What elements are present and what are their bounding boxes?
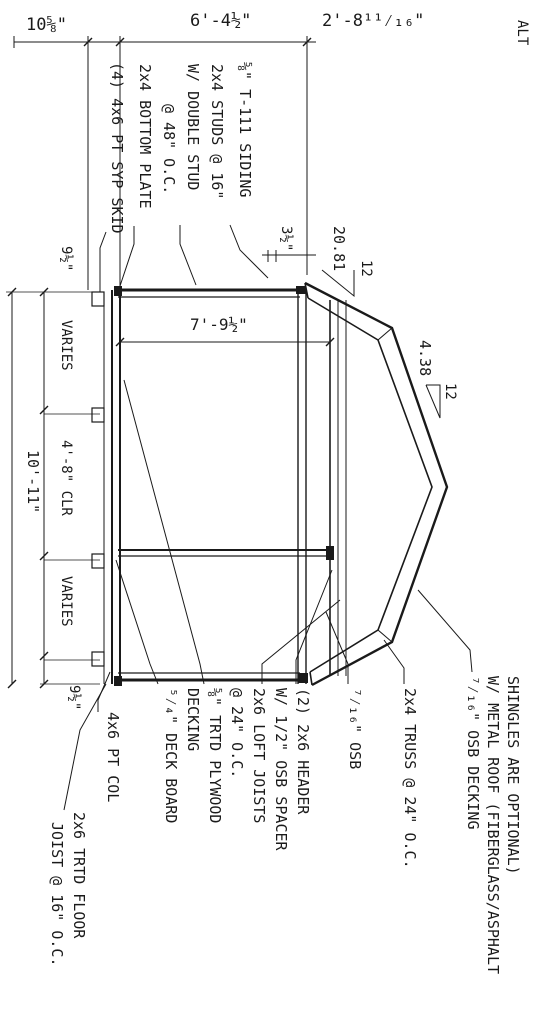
note-skid: (4) 4x6 PT SYP SKID xyxy=(108,62,126,234)
skid-1 xyxy=(91,291,105,307)
note-bottom-plate: 2x4 BOTTOM PLATE xyxy=(136,64,154,209)
dim-clear: 4'-8" CLR xyxy=(58,440,74,516)
roof-note-2: W/ METAL ROOF (FIBERGLASS/ASPHALT xyxy=(484,676,502,974)
note-plywood-1: ⅝" TRTD PLYWOOD xyxy=(206,688,224,823)
dim-varies-1: VARIES xyxy=(58,320,74,371)
roof-slopes: 20.81 12 4.38 12 xyxy=(321,226,458,419)
note-loft-2: @ 24" O.C. xyxy=(228,688,246,778)
note-osb: ⁷⁄₁₆" OSB xyxy=(346,688,364,769)
corner-text: ALT xyxy=(514,20,530,46)
note-col: 4x6 PT COL xyxy=(104,712,122,802)
note-header-1: (2) 2x6 HEADER xyxy=(294,688,312,815)
note-studs-2: W/ DOUBLE STUD xyxy=(184,64,202,190)
note-plywood-2: DECKING xyxy=(184,688,202,751)
roof-note-3: SHINGLES ARE OPTIONAL) xyxy=(504,676,522,875)
floor-dimensions: VARIES 4'-8" CLR VARIES 10'-11" xyxy=(6,287,100,689)
note-header-2: W/ 1/2" OSB SPACER xyxy=(272,688,290,852)
slope-upper-run: 12 xyxy=(442,383,458,400)
dim-overall: 10'-11" xyxy=(24,450,42,513)
note-joist-1: 2x6 TRTD FLOOR xyxy=(70,812,88,939)
shed-structure xyxy=(91,281,449,687)
note-deck: ⁵⁄₄" DECK BOARD xyxy=(162,688,180,823)
dim-interior-height: 7'-9½" xyxy=(190,315,248,334)
dim-plate-half: 3½" xyxy=(278,226,294,251)
note-studs-3: @ 48" O.C. xyxy=(160,104,178,194)
note-truss: 2x4 TRUSS @ 24" O.C. xyxy=(401,688,419,869)
right-notes: ⁷⁄₁₆" OSB DECKING W/ METAL ROOF (FIBERGL… xyxy=(48,379,522,974)
dim-skid-right: 9½" xyxy=(66,685,82,710)
small-dimensions: 3½" 9½" 9½" xyxy=(58,226,316,710)
slope-upper-rise: 4.38 xyxy=(416,340,434,376)
dim-varies-2: VARIES xyxy=(58,576,74,627)
slope-lower-run: 12 xyxy=(358,260,374,277)
interior-height-dim: 7'-9½" xyxy=(115,315,335,347)
header-block xyxy=(326,546,334,560)
note-loft-1: 2x6 LOFT JOISTS xyxy=(250,688,268,823)
skid-2 xyxy=(91,407,105,423)
dim-skid-left: 9½" xyxy=(58,246,74,271)
dim-top-2: 6'-4½" xyxy=(190,11,251,31)
slope-lower-rise: 20.81 xyxy=(330,226,348,271)
note-joist-2: JOIST @ 16" O.C. xyxy=(48,822,66,967)
skid-3 xyxy=(91,553,105,569)
note-siding: ⅝" T-111 SIDING xyxy=(236,62,254,197)
dim-top-3: 2'-8¹¹⁄₁₆" xyxy=(322,11,424,31)
skid-4 xyxy=(91,651,105,667)
wall-notes: ⅝" T-111 SIDING 2x4 STUDS @ 16" W/ DOUBL… xyxy=(99,62,269,292)
top-dimension-string: 10⅝" 6'-4½" 2'-8¹¹⁄₁₆" ALT xyxy=(13,11,530,300)
roof-note-1: ⁷⁄₁₆" OSB DECKING xyxy=(464,676,482,830)
dim-top-1: 10⅝" xyxy=(26,15,67,35)
note-studs-1: 2x4 STUDS @ 16" xyxy=(208,64,226,199)
